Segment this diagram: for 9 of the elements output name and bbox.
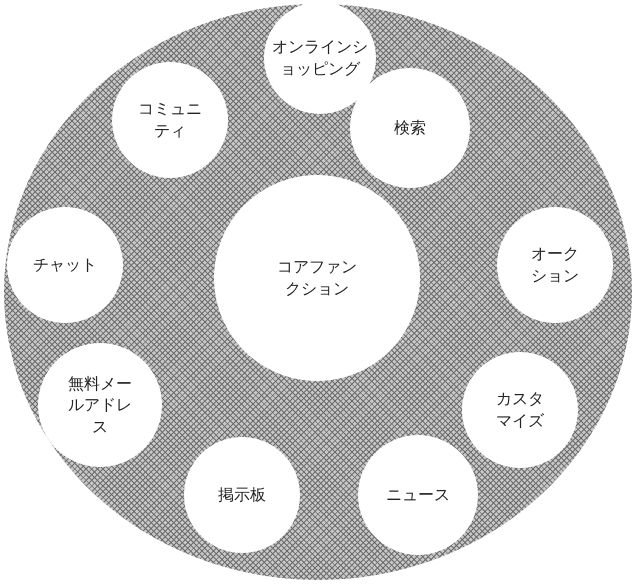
topic-circle: 無料メールアドレス bbox=[38, 343, 162, 467]
topic-circle: ニュース bbox=[358, 435, 478, 555]
topic-circle: チャット bbox=[7, 207, 123, 323]
topic-circle: コミュニティ bbox=[112, 62, 228, 178]
topic-circle: コアファンクション bbox=[214, 175, 420, 381]
topic-circle: カスタマイズ bbox=[462, 352, 578, 468]
topic-circle: オンラインショッピング bbox=[264, 2, 376, 114]
topic-circle: オークション bbox=[497, 207, 613, 323]
topic-circle: 掲示板 bbox=[184, 437, 300, 553]
